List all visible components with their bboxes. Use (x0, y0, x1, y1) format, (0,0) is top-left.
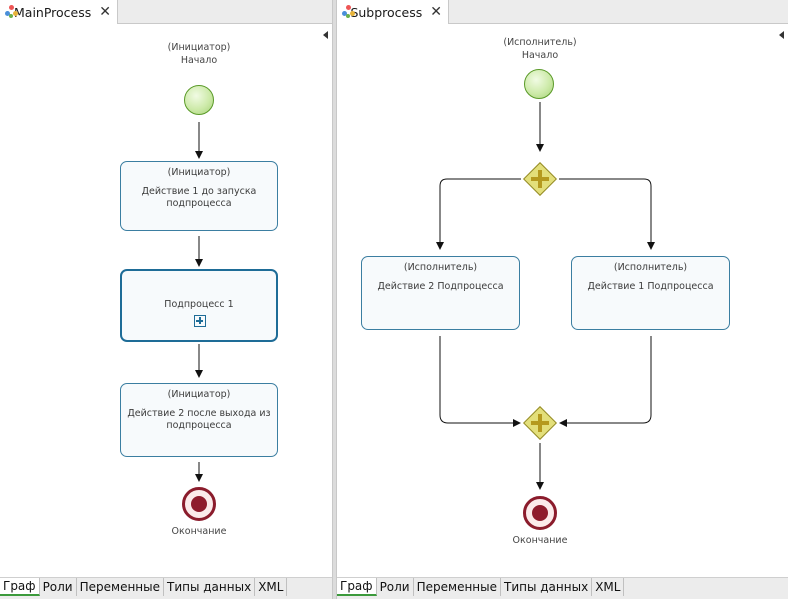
task-role: (Исполнитель) (613, 262, 688, 273)
end-event[interactable] (182, 487, 216, 521)
editor-split-sash[interactable] (332, 0, 337, 599)
subprocess-editor: Subprocess ✕ (Исполнитель) Начало (337, 0, 788, 599)
process-diagram-icon (5, 5, 18, 19)
editor-tabstrip: Subprocess ✕ (337, 0, 788, 24)
tab-roles[interactable]: Роли (377, 578, 414, 596)
close-icon[interactable]: ✕ (99, 4, 111, 20)
start-event-label: Начало (180, 55, 218, 66)
expand-plus-icon[interactable] (194, 315, 206, 327)
start-event-role: (Инициатор) (167, 42, 231, 53)
parallel-gateway-join[interactable] (523, 406, 557, 440)
editor-bottom-tabs: Граф Роли Переменные Типы данных XML (0, 577, 332, 599)
task-action-2[interactable]: (Инициатор) Действие 2 после выхода из п… (120, 383, 278, 457)
end-event[interactable] (523, 496, 557, 530)
task-name: Действие 1 до запуска подпроцесса (141, 185, 257, 210)
tab-xml[interactable]: XML (592, 578, 625, 596)
diagram-canvas[interactable]: (Исполнитель) Начало (Исполнитель) Дейст… (337, 24, 788, 577)
gateway-plus-horizontal (531, 421, 549, 425)
tab-variables[interactable]: Переменные (77, 578, 164, 596)
task-subprocess-action-2[interactable]: (Исполнитель) Действие 2 Подпроцесса (361, 256, 520, 330)
start-event[interactable] (524, 69, 554, 99)
parallel-gateway-fork[interactable] (523, 162, 557, 196)
subprocess-name: Подпроцесс 1 (164, 299, 234, 310)
tab-data-types[interactable]: Типы данных (501, 578, 593, 596)
tab-main-process[interactable]: MainProcess ✕ (0, 0, 118, 24)
tab-graph[interactable]: Граф (0, 578, 40, 596)
subprocess-1[interactable]: Подпроцесс 1 (120, 269, 278, 342)
editor-tabstrip: MainProcess ✕ (0, 0, 332, 24)
task-subprocess-action-1[interactable]: (Исполнитель) Действие 1 Подпроцесса (571, 256, 730, 330)
tab-xml[interactable]: XML (255, 578, 288, 596)
process-diagram-icon (342, 5, 355, 19)
sequence-flows (195, 122, 203, 482)
gateway-plus-horizontal (531, 177, 549, 181)
tab-roles[interactable]: Роли (40, 578, 77, 596)
end-event-label: Окончание (171, 526, 227, 537)
task-role: (Исполнитель) (403, 262, 478, 273)
end-event-label: Окончание (512, 535, 568, 546)
tab-graph[interactable]: Граф (337, 578, 377, 596)
start-event-label: Начало (521, 50, 559, 61)
tab-label: MainProcess (14, 4, 92, 20)
sequence-flows (436, 102, 655, 490)
tab-variables[interactable]: Переменные (414, 578, 501, 596)
tab-subprocess[interactable]: Subprocess ✕ (337, 0, 449, 24)
task-name: Действие 2 после выхода из подпроцесса (127, 407, 271, 432)
task-action-1[interactable]: (Инициатор) Действие 1 до запуска подпро… (120, 161, 278, 231)
flow-fork-to-left-task (436, 178, 521, 250)
flow-fork-to-right-task (559, 178, 655, 250)
close-icon[interactable]: ✕ (430, 4, 442, 20)
diagram-canvas[interactable]: (Инициатор) Начало (Инициатор) Действие … (0, 24, 332, 577)
start-event-role: (Исполнитель) (503, 37, 577, 48)
main-process-editor: MainProcess ✕ (Инициатор) Начало (Инициа… (0, 0, 332, 599)
start-event[interactable] (184, 85, 214, 115)
task-name: Действие 1 Подпроцесса (587, 280, 714, 292)
flow-left-task-to-join (439, 336, 521, 427)
tab-data-types[interactable]: Типы данных (164, 578, 256, 596)
task-name: Действие 2 Подпроцесса (377, 280, 504, 292)
tab-label: Subprocess (350, 4, 423, 20)
task-role: (Инициатор) (167, 389, 231, 400)
editor-bottom-tabs: Граф Роли Переменные Типы данных XML (337, 577, 788, 599)
task-role: (Инициатор) (167, 167, 231, 178)
flow-right-task-to-join (559, 336, 652, 427)
